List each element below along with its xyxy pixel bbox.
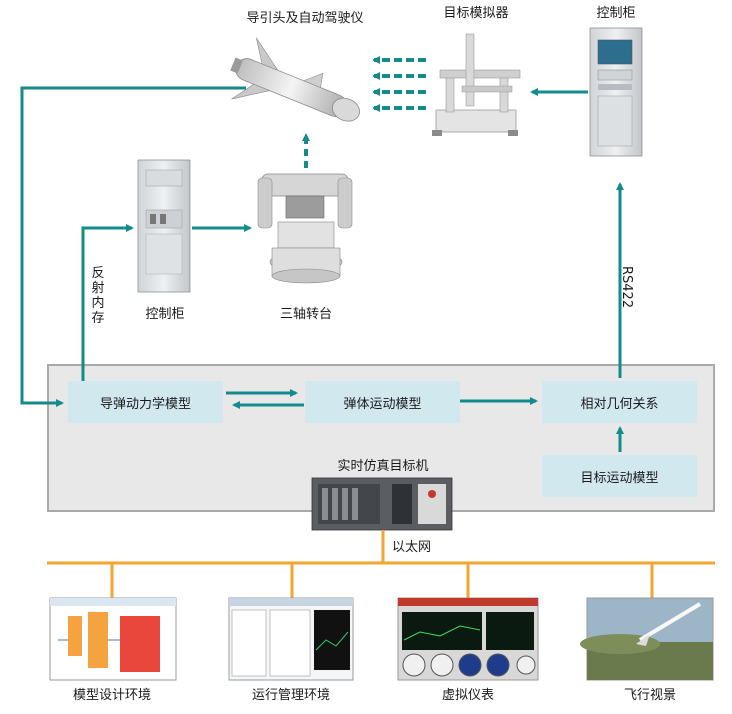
control-cabinet-right-icon [589, 27, 643, 157]
control-cabinet-right-label: 控制柜 [596, 6, 636, 21]
runtime-management-thumbnail [228, 597, 354, 681]
flight-visual-thumbnail [580, 597, 714, 681]
target-simulator-icon [432, 33, 521, 136]
model-design-thumbnail [49, 597, 177, 681]
missile-dynamics-box: 导弹动力学模型 [68, 381, 223, 423]
panel-title: 实时仿真目标机 [337, 459, 429, 474]
control-cabinet-left-icon [137, 159, 191, 293]
three-axis-table-label: 三轴转台 [279, 307, 333, 322]
seeker-label: 导引头及自动驾驶仪 [246, 11, 364, 26]
three-axis-table-icon [257, 173, 353, 284]
rs422-label: RS422 [619, 266, 634, 309]
control-cabinet-left-label: 控制柜 [145, 307, 185, 322]
target-motion-box: 目标运动模型 [542, 455, 697, 497]
virtual-instrument-thumbnail [397, 597, 539, 681]
flight-visual-label: 飞行视景 [623, 688, 677, 703]
ethernet-label: 以太网 [392, 540, 432, 555]
missile-motion-box: 弹体运动模型 [305, 381, 460, 423]
reflective-memory-label: 反射内存 [91, 266, 105, 326]
target-machine-icon [311, 477, 453, 531]
virtual-instrument-label: 虚拟仪表 [441, 688, 495, 703]
seeker-missile-icon [230, 37, 361, 122]
target-simulator-label: 目标模拟器 [443, 6, 509, 21]
relative-geometry-box: 相对几何关系 [542, 381, 697, 423]
runtime-management-label: 运行管理环境 [251, 688, 331, 703]
model-design-label: 模型设计环境 [72, 688, 152, 703]
